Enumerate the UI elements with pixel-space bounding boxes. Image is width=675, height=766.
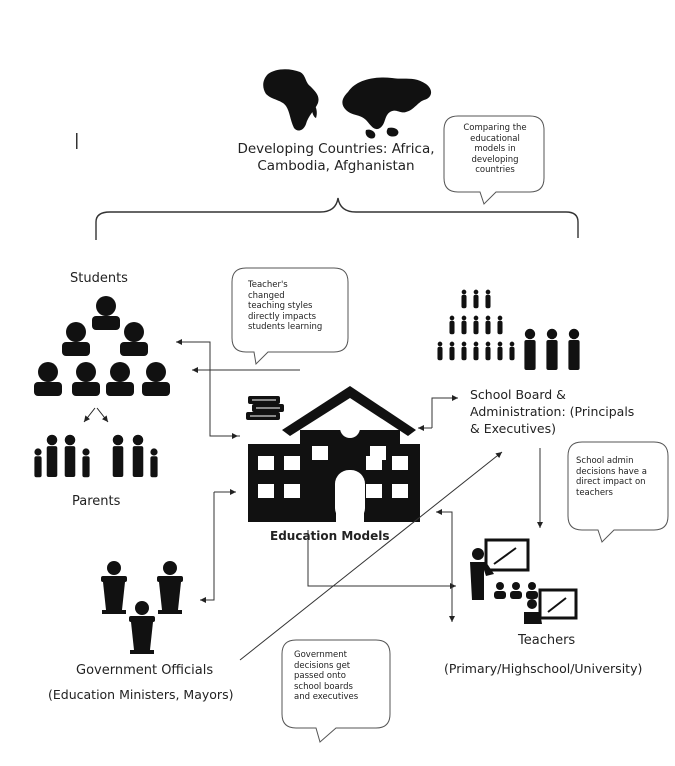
title-brace xyxy=(95,197,579,240)
students-group-icon xyxy=(34,296,170,396)
school-building-icon xyxy=(248,386,420,522)
callout-bubble-school-admin xyxy=(567,441,669,543)
callout-bubble-teachers-styles xyxy=(231,267,349,366)
center-label: Education Models xyxy=(270,529,390,543)
students-to-parents-arrows xyxy=(83,407,109,423)
callout-bubble-government xyxy=(281,639,391,743)
books-icon xyxy=(246,396,284,420)
teachers-classroom-icon xyxy=(470,538,578,624)
title-text: Developing Countries: Africa, Cambodia, … xyxy=(237,141,435,174)
government-label: Government Officials xyxy=(76,663,214,678)
callout-comparing-text: Comparing the educational models in deve… xyxy=(463,123,527,175)
parents-family-icon xyxy=(34,434,158,478)
callout-government-text: Government decisions get passed onto sch… xyxy=(294,650,359,702)
government-subtitle: (Education Ministers, Mayors) xyxy=(48,687,234,702)
school-windows xyxy=(258,446,408,498)
asia-map-icon xyxy=(342,77,432,139)
school-board-crowd-icon xyxy=(437,289,580,370)
text-cursor-mark xyxy=(76,133,78,149)
callout-school-admin-text: School admin decisions have a direct imp… xyxy=(576,456,647,498)
government-podiums-icon xyxy=(101,561,183,654)
teachers-label: Teachers xyxy=(518,633,576,648)
callout-teachers-styles-text: Teacher's changed teaching styles direct… xyxy=(248,280,323,332)
callout-bubble-comparing xyxy=(443,115,545,205)
teachers-subtitle: (Primary/Highschool/University) xyxy=(444,661,643,676)
connector-lines xyxy=(176,339,543,661)
africa-map-icon xyxy=(263,69,319,131)
parents-label: Parents xyxy=(72,494,121,509)
students-label: Students xyxy=(70,271,128,286)
school-board-label: School Board & Administration: (Principa… xyxy=(470,387,635,436)
